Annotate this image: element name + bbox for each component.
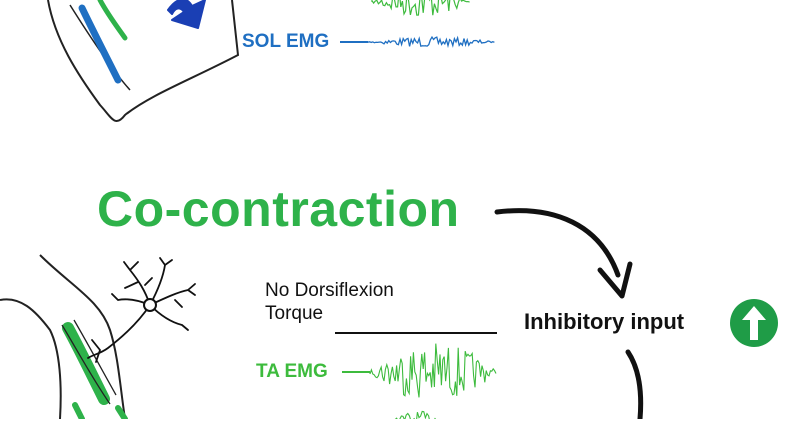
- inhibitory-input-label: Inhibitory input: [524, 309, 685, 334]
- bottom-ta-muscle: [62, 322, 110, 405]
- bottom-ta-muscle-outline: [61, 319, 117, 405]
- neuron-icon: [87, 257, 196, 363]
- up-arrow-icon: [742, 306, 766, 340]
- co-contraction-title: Co-contraction: [97, 181, 460, 237]
- sol-emg-trace: [367, 35, 495, 49]
- top-green-emg-trace: [371, 0, 470, 16]
- ta-emg-trace: [369, 343, 497, 398]
- bottom-leg-outline-front: [0, 298, 62, 420]
- top-sol-muscle: [78, 4, 122, 84]
- bottom-emg-remnant-path: [394, 410, 441, 424]
- torque-label-line2: Torque: [265, 303, 324, 324]
- top-curved-arrow-icon: [167, 0, 206, 29]
- inhibitory-down-line: [625, 349, 644, 422]
- neuron-soma: [143, 298, 157, 312]
- top-green-muscle: [97, 0, 128, 41]
- ta-emg-path: [369, 343, 497, 398]
- bottom-leg-outline: [39, 254, 126, 420]
- top-leg-outline: [47, 0, 240, 122]
- title-to-inhibitory-arrow: [494, 208, 621, 278]
- bottom-emg-remnant-trace: [394, 410, 441, 424]
- bottom-green-muscle-lower: [72, 402, 128, 422]
- title-to-inhibitory-arrowhead-icon: [597, 261, 633, 299]
- sol-emg-path: [367, 35, 495, 49]
- torque-label-line1: No Dorsiflexion: [265, 280, 394, 301]
- top-green-emg-path: [371, 0, 470, 16]
- sol-emg-label: SOL EMG: [242, 31, 330, 52]
- ta-emg-label: TA EMG: [256, 361, 328, 382]
